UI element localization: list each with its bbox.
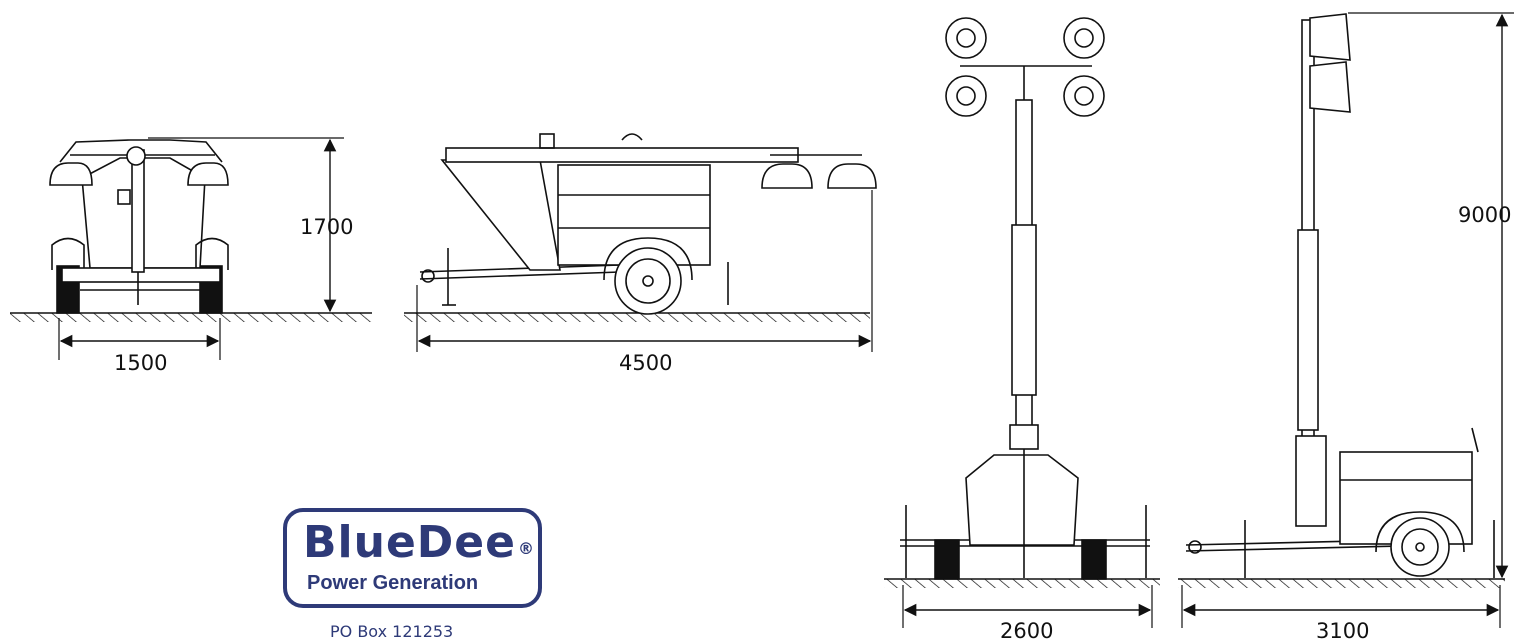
- bluedee-logo: BlueDee® Power Generation: [283, 508, 542, 608]
- dimension-deployed-length: 3100: [1316, 619, 1369, 642]
- registered-mark: ®: [518, 539, 535, 558]
- dimension-front-width: 1500: [114, 351, 167, 375]
- po-box-address: PO Box 121253: [330, 622, 454, 641]
- logo-brand-text: BlueDee: [303, 517, 516, 568]
- side-view-stowed: [404, 133, 877, 352]
- logo-brand: BlueDee®: [303, 518, 535, 568]
- dimension-mast-height: 9000: [1458, 203, 1511, 227]
- dimension-front-height: 1700: [300, 215, 353, 239]
- dimension-side-length: 4500: [619, 351, 672, 375]
- front-view-stowed: [10, 137, 372, 360]
- side-view-deployed: [1178, 12, 1514, 628]
- dimension-deployed-width: 2600: [1000, 619, 1053, 642]
- logo-tagline: Power Generation: [307, 572, 479, 594]
- front-view-deployed: [884, 17, 1160, 628]
